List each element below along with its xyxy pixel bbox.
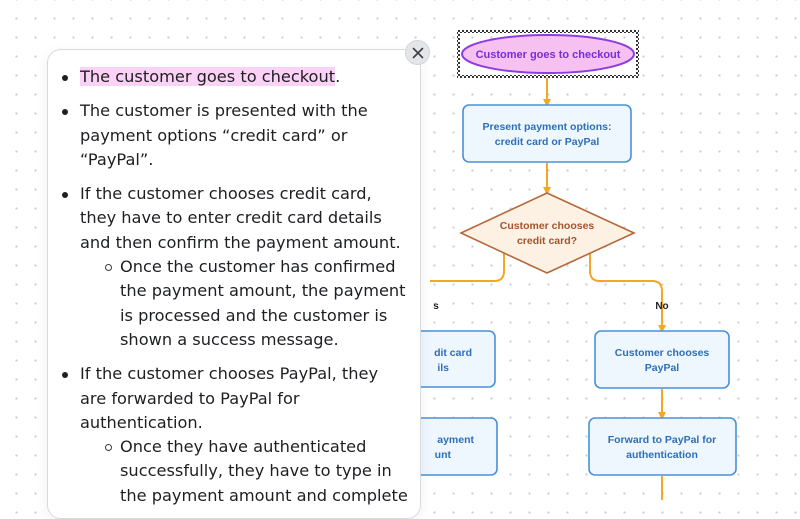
paypal-choice-line-1: Customer chooses <box>615 347 710 359</box>
start-node-label: Customer goes to checkout <box>476 49 621 61</box>
present-options-line-2: credit card or PayPal <box>495 136 600 148</box>
outline-item-text: If the customer chooses credit card, the… <box>80 184 401 252</box>
no-label: No <box>655 301 668 312</box>
decision-node[interactable]: Customer chooses credit card? <box>459 192 636 274</box>
highlighted-text: The customer goes to checkout <box>80 67 336 86</box>
enter-credit-card-line-1: dit card <box>434 347 472 359</box>
forward-to-paypal-node[interactable]: Forward to PayPal for authentication <box>588 417 737 476</box>
outline-list: The customer goes to checkout.The custom… <box>48 65 408 518</box>
present-options-node[interactable]: Present payment options: credit card or … <box>462 104 632 163</box>
outline-subitem[interactable]: Once they have authenticated successfull… <box>80 435 408 508</box>
outline-item[interactable]: The customer goes to checkout. <box>48 65 408 89</box>
selection-frame <box>457 30 639 78</box>
forward-paypal-line-1: Forward to PayPal for <box>608 434 717 446</box>
outline-sublist: Once the customer has confirmed the paym… <box>80 255 408 352</box>
yes-label: s <box>433 301 439 312</box>
customer-chooses-paypal-node[interactable]: Customer chooses PayPal <box>594 330 730 389</box>
connectors <box>430 75 666 500</box>
connector-decision-no <box>589 251 666 333</box>
outline-item[interactable]: The customer is presented with the payme… <box>48 99 408 172</box>
outline-item[interactable]: If the customer chooses credit card, the… <box>48 182 408 352</box>
close-icon <box>412 47 423 58</box>
outline-item-text: . <box>335 67 341 86</box>
outline-subitem[interactable]: Once the customer has confirmed the paym… <box>80 255 408 352</box>
close-button[interactable] <box>405 40 430 65</box>
outline-item-text: If the customer chooses PayPal, they are… <box>80 364 379 432</box>
enter-credit-card-line-2: ils <box>437 362 449 374</box>
forward-paypal-line-2: authentication <box>626 449 698 461</box>
outline-panel: The customer goes to checkout.The custom… <box>47 49 421 519</box>
confirm-payment-line-2: unt <box>435 449 452 461</box>
start-node[interactable]: Customer goes to checkout <box>457 30 639 78</box>
connector-decision-yes <box>430 251 505 282</box>
outline-sublist: Once they have authenticated successfull… <box>80 435 408 508</box>
confirm-payment-line-1: ayment <box>437 434 474 446</box>
paypal-choice-line-2: PayPal <box>645 362 680 374</box>
outline-item[interactable]: If the customer chooses PayPal, they are… <box>48 362 408 508</box>
decision-line-2: credit card? <box>517 235 577 247</box>
outline-item-text: The customer is presented with the payme… <box>80 101 368 169</box>
present-options-line-1: Present payment options: <box>483 121 612 133</box>
decision-line-1: Customer chooses <box>500 220 595 232</box>
